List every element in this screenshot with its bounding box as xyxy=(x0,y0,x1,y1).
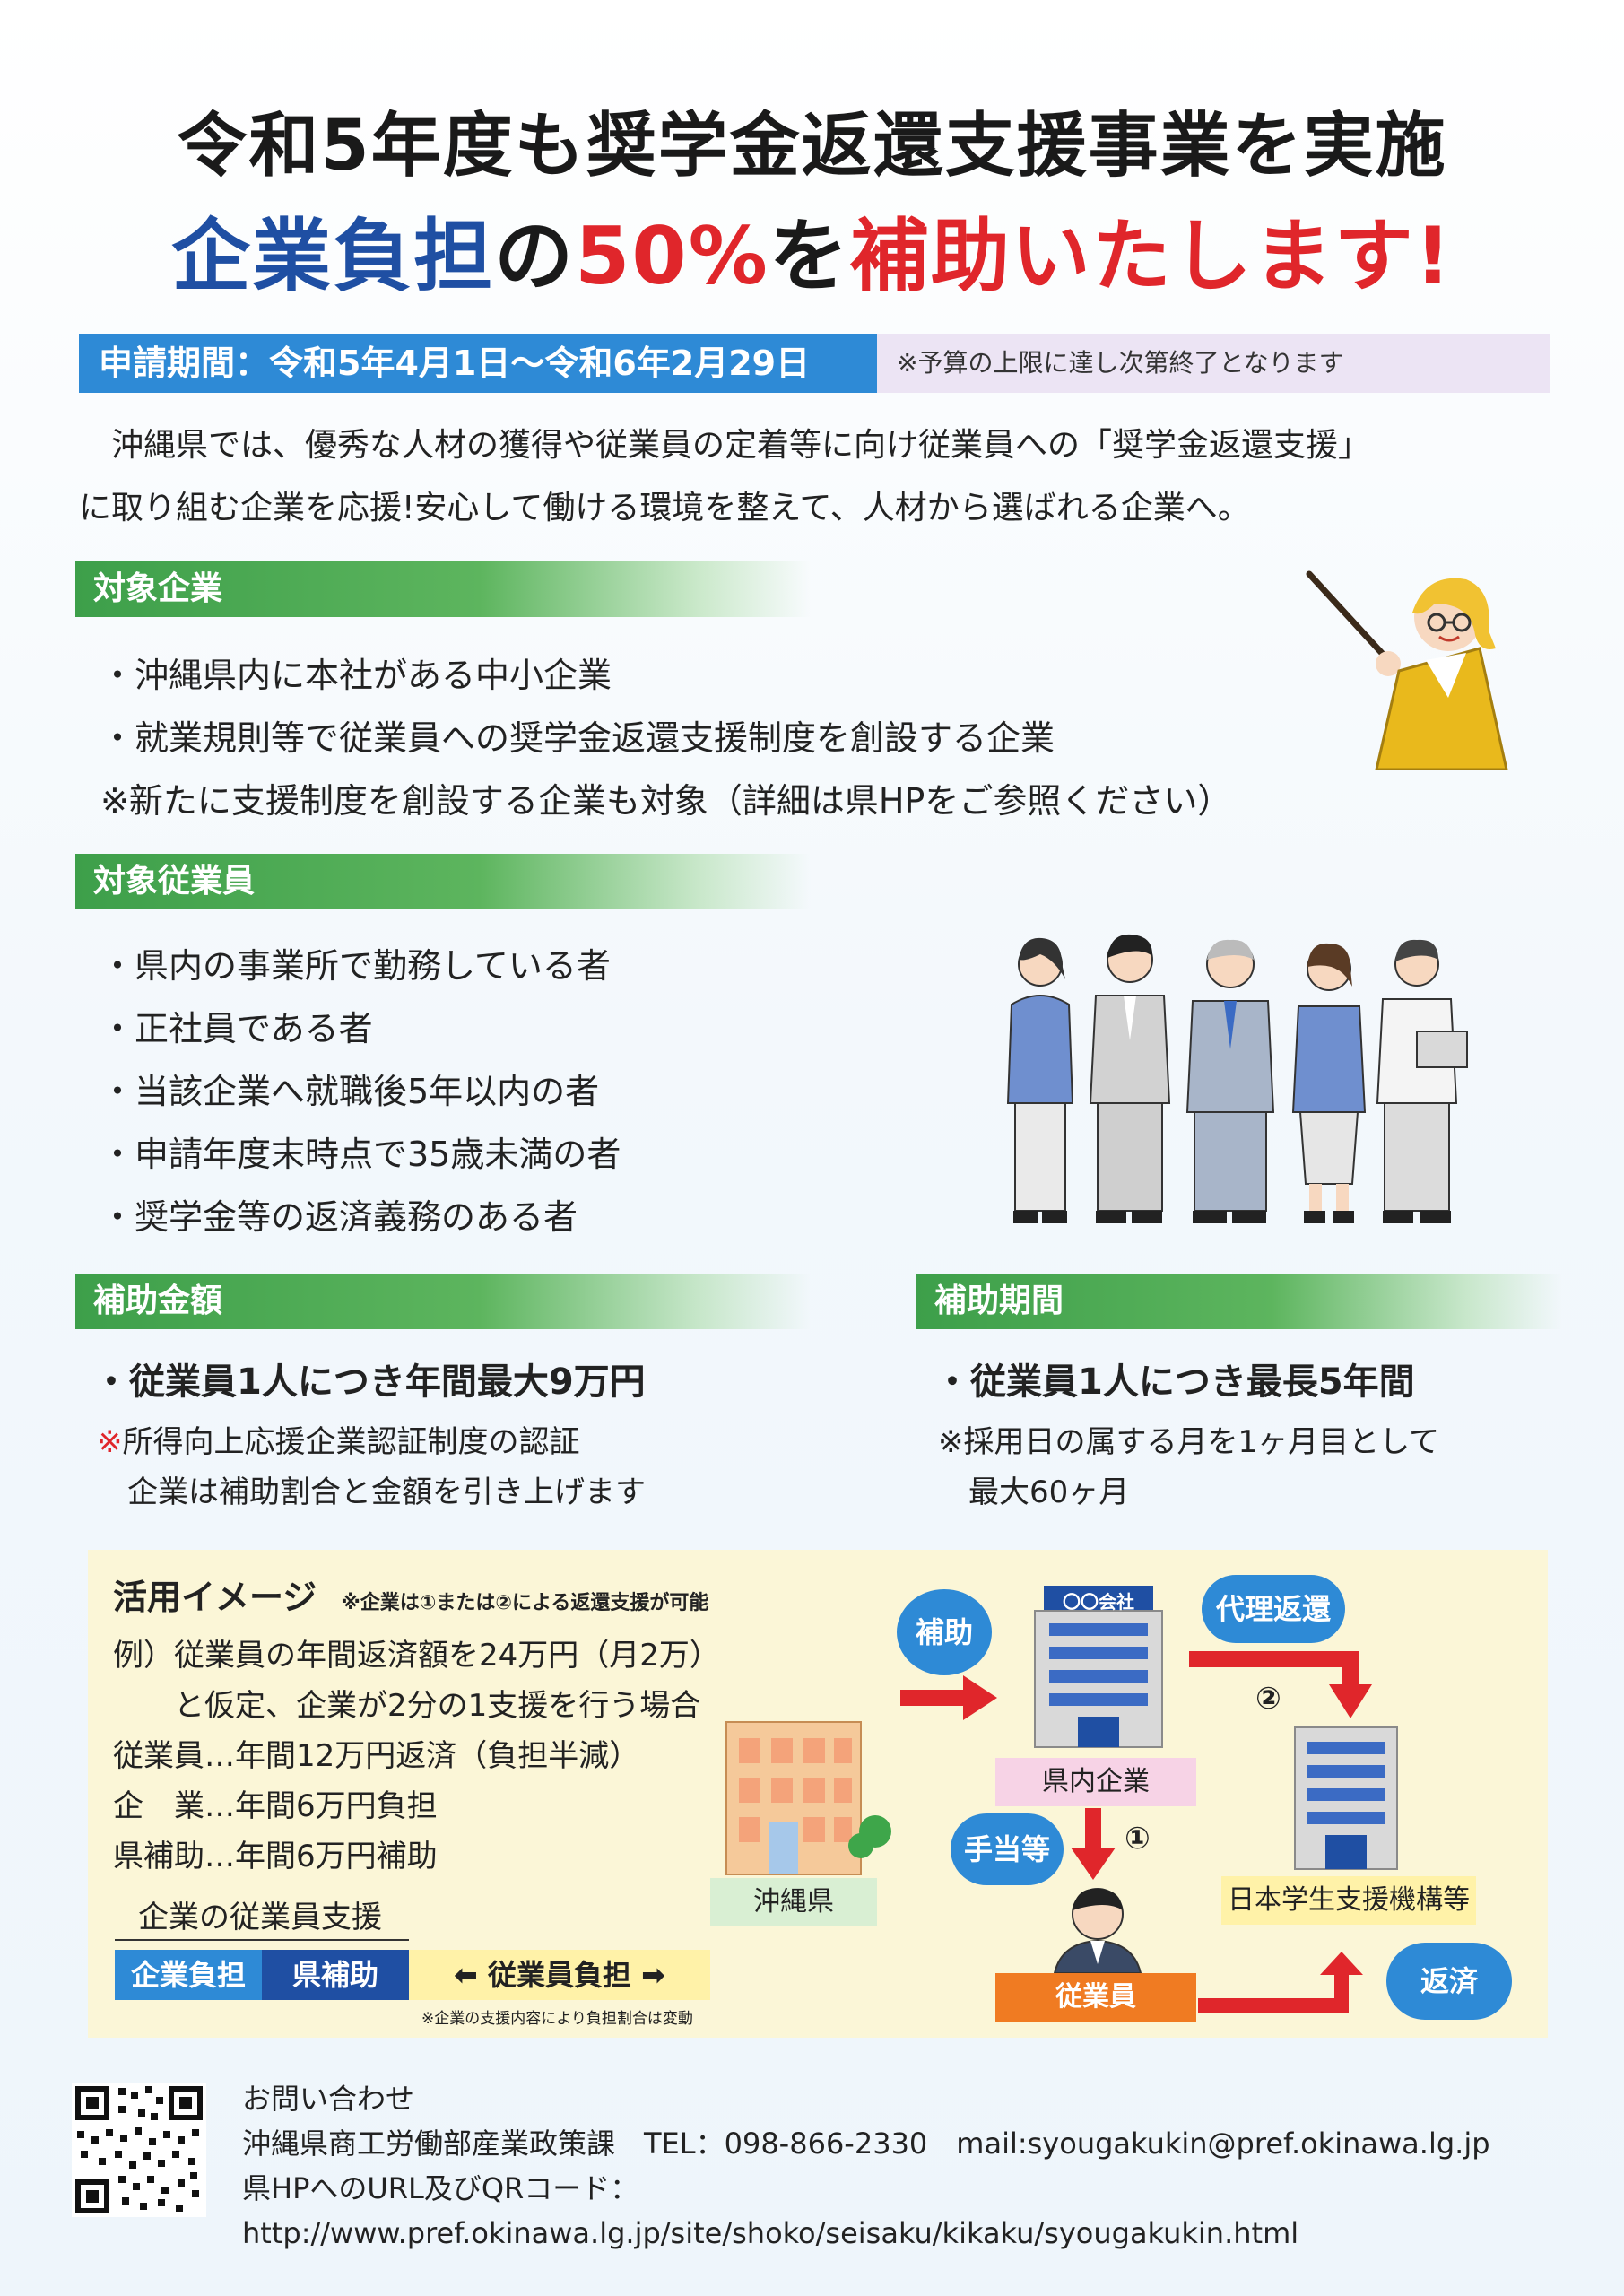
section-target-employee: 対象従業員 xyxy=(75,854,811,909)
label-local-company: 県内企業 xyxy=(995,1758,1196,1806)
lead-line-1: 沖縄県では、優秀な人材の獲得や従業員の定着等に向け従業員への「奨学金返還支援」 xyxy=(79,427,1371,464)
arrow-proxy-icon xyxy=(1189,1651,1372,1718)
usage-line-5: 県補助…年間6万円補助 xyxy=(113,1839,438,1874)
contact-url[interactable]: http://www.pref.okinawa.lg.jp/site/shoko… xyxy=(242,2216,1299,2250)
headline-percent: 50% xyxy=(575,210,769,302)
label-jasso: 日本学生支援機構等 xyxy=(1221,1876,1476,1925)
lead-line-2: に取り組む企業を応援!安心して働ける環境を整えて、人材から選ばれる企業へ。 xyxy=(79,490,1250,526)
arrow-right-icon xyxy=(900,1675,997,1720)
sub-headline: 企業負担の50%を補助いたします! xyxy=(0,193,1624,307)
headline-wo: を xyxy=(769,210,850,302)
usage-title: 活用イメージ xyxy=(113,1578,317,1617)
amount-note-text: 所得向上応援企業認証制度の認証 xyxy=(122,1424,580,1460)
proxy-repayment-bubble: 代理返還 xyxy=(1202,1575,1345,1643)
amount-note-1: ※所得向上応援企業認証制度の認証 xyxy=(97,1417,580,1467)
amount-main: ・従業員1人につき年間最大9万円 xyxy=(93,1361,646,1403)
contact-line-1: 沖縄県商工労働部産業政策課 TEL：098-866-2330 mail:syou… xyxy=(242,2126,1490,2161)
company-item-3: ※新たに支援制度を創設する企業も対象（詳細は県HPをご参照ください） xyxy=(100,781,1232,821)
usage-heading-row: 活用イメージ ※企業は①または②による返還支援が可能 xyxy=(113,1570,708,1619)
usage-line-3: 従業員…年間12万円返済（負担半減） xyxy=(113,1738,640,1774)
support-bar-bracket xyxy=(115,1939,409,1941)
usage-line-2: と仮定、企業が2分の1支援を行う場合 xyxy=(113,1688,701,1724)
usage-subtitle: ※企業は①または②による返還支援が可能 xyxy=(341,1592,709,1614)
label-employee: 従業員 xyxy=(995,1973,1196,2022)
bar-note: ※企業の支援内容により負担割合は変動 xyxy=(421,2010,693,2028)
jasso-building-icon xyxy=(1294,1726,1398,1870)
company-building-icon xyxy=(1034,1586,1163,1748)
company-item-2: ・就業規則等で従業員への奨学金返還支援制度を創設する企業 xyxy=(100,718,1055,758)
allowance-bubble: 手当等 xyxy=(951,1813,1064,1885)
repay-bubble: 返済 xyxy=(1386,1943,1512,2020)
headline-no: の xyxy=(494,210,576,302)
bar-prefecture-subsidy: 県補助 xyxy=(262,1950,409,2000)
teacher-illustration xyxy=(1306,570,1508,770)
duration-main: ・従業員1人につき最長5年間 xyxy=(934,1361,1415,1403)
bar-employee-burden: ⬅ 従業員負担 ➡ xyxy=(409,1950,710,2000)
arrow-down-icon xyxy=(1071,1808,1116,1880)
employee-item-3: ・当該企業へ就職後5年以内の者 xyxy=(100,1072,600,1111)
employee-item-1: ・県内の事業所で勤務している者 xyxy=(100,946,611,986)
support-bar-caption: 企業の従業員支援 xyxy=(138,1900,382,1935)
subsidy-bubble: 補助 xyxy=(897,1589,992,1675)
usage-line-1: 例）従業員の年間返済額を24万円（月2万） xyxy=(113,1638,720,1674)
contact-heading: お問い合わせ xyxy=(242,2082,415,2116)
bar-company-burden: 企業負担 xyxy=(115,1950,262,2000)
employee-item-2: ・正社員である者 xyxy=(100,1009,373,1048)
section-target-company: 対象企業 xyxy=(75,561,811,617)
company-sign: 〇〇会社 xyxy=(1063,1591,1134,1613)
employee-item-5: ・奨学金等の返済義務のある者 xyxy=(100,1197,578,1237)
usage-line-4: 企 業…年間6万円負担 xyxy=(113,1788,438,1824)
amount-note-2: 企業は補助割合と金額を引き上げます xyxy=(127,1474,646,1510)
headline-company-burden: 企業負担 xyxy=(171,210,495,302)
route-1: ① xyxy=(1125,1821,1151,1857)
headline-subsidy: 補助いたします! xyxy=(849,210,1453,302)
qr-code[interactable] xyxy=(72,2083,206,2217)
employee-avatar xyxy=(1053,1888,1142,1973)
route-2: ② xyxy=(1255,1681,1281,1717)
contact-line-2: 県HPへのURL及びQRコード： xyxy=(242,2171,639,2205)
period-note: ※予算の上限に達し次第終了となります xyxy=(897,348,1344,378)
headline: 令和5年度も奨学金返還支援事業を実施 xyxy=(177,106,1447,187)
section-subsidy-period: 補助期間 xyxy=(916,1274,1562,1329)
prefecture-building-icon xyxy=(725,1721,891,1875)
application-period: 申請期間：令和5年4月1日～令和6年2月29日 xyxy=(79,334,877,393)
amount-note-mark: ※ xyxy=(97,1424,123,1460)
employee-item-4: ・申請年度末時点で35歳未満の者 xyxy=(100,1135,621,1174)
label-okinawa-pref: 沖縄県 xyxy=(710,1878,877,1926)
section-subsidy-amount: 補助金額 xyxy=(75,1274,811,1329)
arrow-repay-icon xyxy=(1198,1952,1363,2013)
workers-illustration xyxy=(1006,934,1468,1223)
company-item-1: ・沖縄県内に本社がある中小企業 xyxy=(100,656,612,695)
duration-note-1: ※採用日の属する月を1ヶ月目として xyxy=(938,1424,1440,1460)
duration-note-2: 最大60ヶ月 xyxy=(968,1474,1130,1510)
